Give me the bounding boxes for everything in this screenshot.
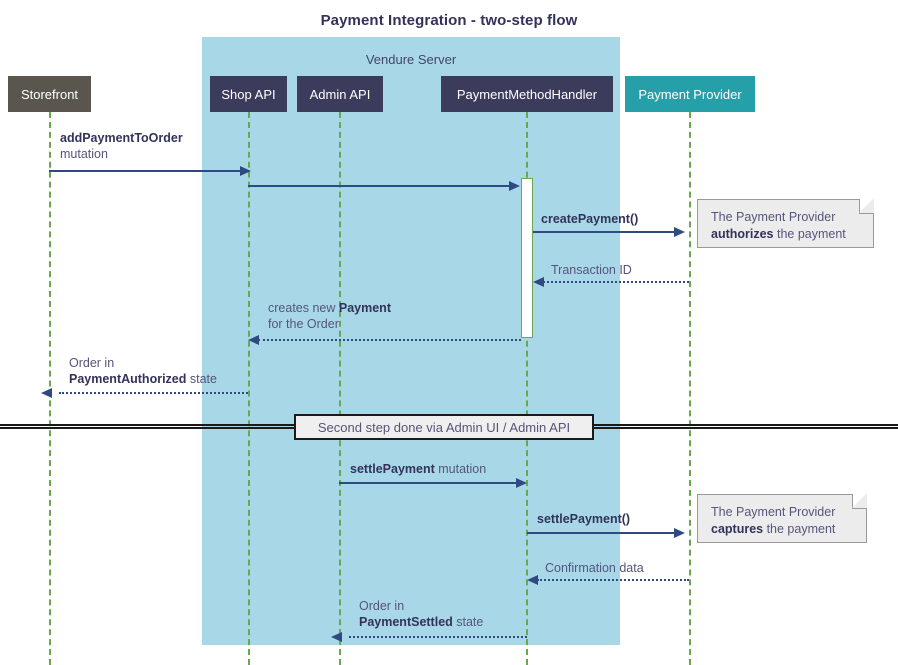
message-label-create-payment: createPayment() bbox=[541, 211, 638, 227]
group-label: Vendure Server bbox=[365, 52, 457, 67]
message-line-settle-payment-call bbox=[527, 532, 675, 534]
message-label-transaction-id: Transaction ID bbox=[551, 262, 632, 278]
message-label-line1-rest: Order in bbox=[69, 356, 115, 370]
note-authorizes: The Payment Provider authorizes the paym… bbox=[697, 198, 874, 248]
note-line2-rest: the payment bbox=[763, 522, 836, 536]
participant-admin-api-label: Admin API bbox=[309, 86, 371, 102]
arrowhead-confirmation-data bbox=[527, 575, 538, 585]
participant-admin-api[interactable]: Admin API bbox=[297, 76, 383, 112]
message-label-creates-new-payment: creates new Payment for the Order bbox=[268, 300, 391, 332]
message-label-rest: Confirmation data bbox=[545, 561, 644, 575]
message-label-line1-rest: Order in bbox=[359, 599, 405, 613]
group-box-vendure-server bbox=[202, 37, 620, 645]
message-label-line1-bold: Payment bbox=[338, 301, 391, 315]
lifeline-payment-method-handler bbox=[526, 112, 528, 665]
note-captures: The Payment Provider captures the paymen… bbox=[697, 493, 867, 543]
message-line-order-payment-authorized bbox=[59, 392, 248, 394]
activation-bar-payment-method-handler bbox=[521, 178, 533, 338]
message-label-add-payment-to-order: addPaymentToOrder mutation bbox=[60, 130, 183, 162]
note-fold-icon bbox=[859, 198, 874, 214]
lifeline-shop-api bbox=[248, 112, 250, 665]
message-label-line2-rest: state bbox=[186, 372, 217, 386]
message-label-bold: createPayment() bbox=[541, 212, 639, 226]
participant-payment-method-handler[interactable]: PaymentMethodHandler bbox=[441, 76, 613, 112]
participant-shop-api-label: Shop API bbox=[221, 86, 276, 102]
message-line-create-payment bbox=[533, 231, 675, 233]
page-title: Payment Integration - two-step flow bbox=[320, 12, 578, 29]
arrowhead-order-payment-settled bbox=[331, 632, 342, 642]
message-label-confirmation-data: Confirmation data bbox=[545, 560, 644, 576]
lifeline-payment-provider bbox=[689, 112, 691, 665]
arrowhead-shop-api-to-handler bbox=[509, 181, 520, 191]
arrowhead-create-payment bbox=[674, 227, 685, 237]
arrowhead-order-payment-authorized bbox=[41, 388, 52, 398]
message-label-line2-rest: state bbox=[452, 615, 484, 629]
message-line-transaction-id bbox=[543, 281, 689, 283]
message-line-add-payment-to-order bbox=[49, 170, 241, 172]
note-line2-bold: authorizes bbox=[711, 227, 774, 241]
message-label-settle-payment-call: settlePayment() bbox=[537, 511, 630, 527]
message-line-order-payment-settled bbox=[349, 636, 527, 638]
message-label-bold: settlePayment() bbox=[537, 512, 631, 526]
message-label-bold: addPaymentToOrder bbox=[60, 131, 183, 145]
message-label-line1-rest: creates new bbox=[268, 301, 339, 315]
message-label-settle-payment-mutation: settlePayment mutation bbox=[350, 461, 486, 477]
message-label-line2-rest: for the Order bbox=[268, 317, 339, 331]
message-line-confirmation-data bbox=[537, 579, 689, 581]
message-line-creates-new-payment bbox=[258, 339, 521, 341]
message-label-rest: mutation bbox=[434, 462, 487, 476]
note-line2-rest: the payment bbox=[773, 227, 846, 241]
message-label-rest: mutation bbox=[60, 147, 108, 161]
message-label-line2-bold: PaymentSettled bbox=[359, 615, 453, 629]
message-label-order-payment-settled: Order in PaymentSettled state bbox=[359, 598, 483, 630]
arrowhead-creates-new-payment bbox=[248, 335, 259, 345]
lifeline-admin-api bbox=[339, 112, 341, 665]
arrowhead-settle-payment-call bbox=[674, 528, 685, 538]
message-label-order-payment-authorized: Order in PaymentAuthorized state bbox=[69, 355, 217, 387]
note-fold-icon bbox=[852, 493, 867, 509]
note-line2-bold: captures bbox=[711, 522, 764, 536]
arrowhead-settle-payment-mutation bbox=[516, 478, 527, 488]
divider-label: Second step done via Admin UI / Admin AP… bbox=[317, 419, 571, 435]
participant-shop-api[interactable]: Shop API bbox=[210, 76, 287, 112]
divider-label-box: Second step done via Admin UI / Admin AP… bbox=[294, 414, 594, 440]
arrowhead-add-payment-to-order bbox=[240, 166, 251, 176]
message-label-line2-bold: PaymentAuthorized bbox=[69, 372, 187, 386]
participant-payment-provider[interactable]: Payment Provider bbox=[625, 76, 755, 112]
note-line1: The Payment Provider bbox=[711, 210, 836, 224]
message-label-bold: settlePayment bbox=[350, 462, 435, 476]
participant-payment-provider-label: Payment Provider bbox=[638, 86, 742, 102]
message-line-settle-payment-mutation bbox=[339, 482, 517, 484]
message-label-rest: Transaction ID bbox=[551, 263, 632, 277]
participant-storefront-label: Storefront bbox=[20, 86, 79, 102]
participant-payment-method-handler-label: PaymentMethodHandler bbox=[456, 86, 598, 102]
message-line-shop-api-to-handler bbox=[248, 185, 510, 187]
arrowhead-transaction-id bbox=[533, 277, 544, 287]
note-line1: The Payment Provider bbox=[711, 505, 836, 519]
participant-storefront[interactable]: Storefront bbox=[8, 76, 91, 112]
